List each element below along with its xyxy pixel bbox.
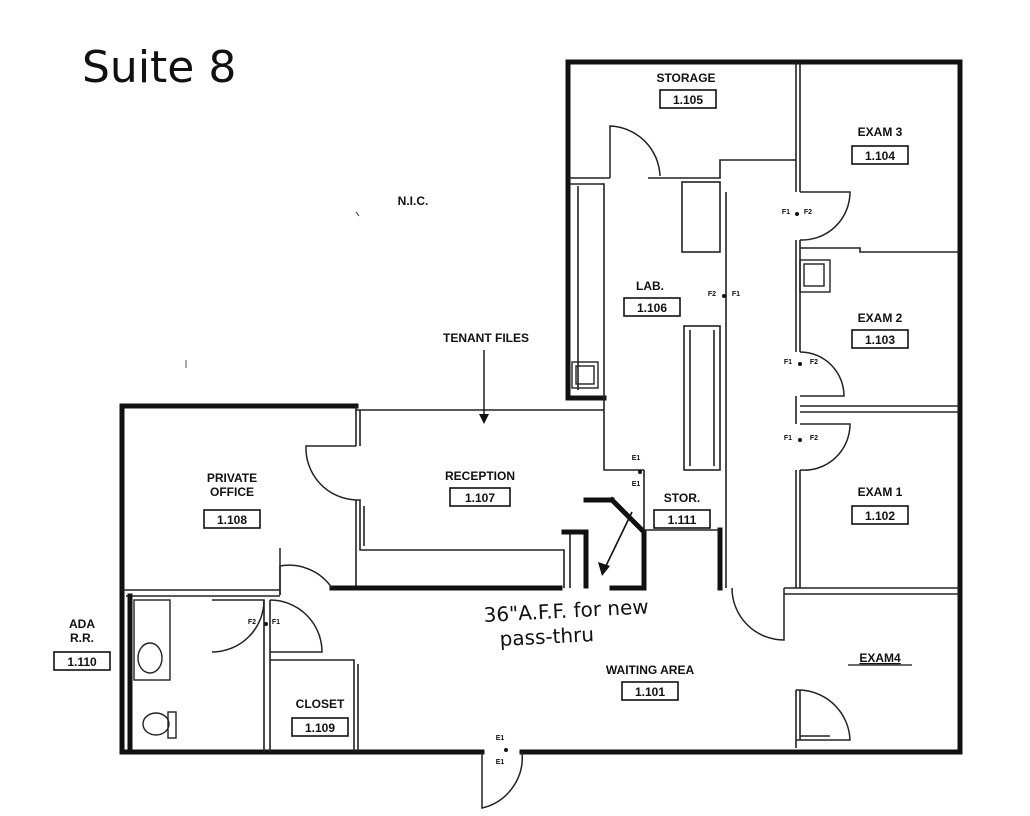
room-storage: STORAGE 1.105: [656, 71, 717, 109]
svg-text:1.104: 1.104: [865, 149, 895, 163]
svg-text:R.R.: R.R.: [70, 631, 94, 645]
svg-text:STOR.: STOR.: [664, 491, 700, 505]
svg-text:OFFICE: OFFICE: [210, 485, 254, 499]
svg-text:1.108: 1.108: [217, 513, 247, 527]
svg-text:EXAM 3: EXAM 3: [858, 125, 903, 139]
svg-text:1.102: 1.102: [865, 509, 895, 523]
svg-text:EXAM 2: EXAM 2: [858, 311, 903, 325]
tenant-files-note: TENANT FILES: [443, 331, 529, 424]
svg-text:1.101: 1.101: [635, 685, 665, 699]
svg-text:F2: F2: [804, 209, 812, 216]
svg-text:1.111: 1.111: [668, 513, 697, 527]
svg-text:TENANT FILES: TENANT FILES: [443, 331, 529, 345]
room-exam-4: EXAM4: [848, 651, 912, 666]
room-reception: RECEPTION 1.107: [445, 469, 515, 507]
svg-text:1.109: 1.109: [305, 721, 335, 735]
svg-text:1.107: 1.107: [465, 491, 495, 505]
svg-text:F1: F1: [732, 291, 740, 298]
svg-text:STORAGE: STORAGE: [656, 71, 715, 85]
svg-text:EXAM 1: EXAM 1: [858, 485, 903, 499]
svg-text:PRIVATE: PRIVATE: [207, 471, 257, 485]
svg-text:F1: F1: [784, 359, 792, 366]
svg-text:E1: E1: [496, 759, 505, 766]
svg-text:RECEPTION: RECEPTION: [445, 469, 515, 483]
door-tags: F1 F2 F2 F1 F1 F2 F1 F2 E1 E1 F2 F1 E1 E…: [248, 209, 818, 766]
svg-text:E1: E1: [496, 735, 505, 742]
room-waiting-area: WAITING AREA 1.101: [606, 663, 695, 701]
room-exam-1: EXAM 1 1.102: [851, 485, 909, 525]
svg-text:WAITING AREA: WAITING AREA: [606, 663, 695, 677]
svg-text:ADA: ADA: [69, 617, 95, 631]
svg-text:F2: F2: [708, 291, 716, 298]
svg-text:LAB.: LAB.: [636, 279, 664, 293]
room-lab: LAB. 1.106: [623, 279, 681, 317]
room-ada-rr: ADA R.R. 1.110: [53, 617, 111, 671]
svg-text:1.106: 1.106: [637, 301, 667, 315]
svg-text:F2: F2: [810, 435, 818, 442]
nic-label: N.I.C.: [398, 194, 429, 208]
suite-title: Suite 8: [82, 42, 236, 93]
svg-text:F1: F1: [782, 209, 790, 216]
svg-text:E1: E1: [632, 455, 641, 462]
room-stor: STOR. 1.111: [653, 491, 711, 529]
room-exam-2: EXAM 2 1.103: [851, 311, 909, 349]
svg-text:EXAM4: EXAM4: [859, 651, 901, 665]
speck-marks: [185, 211, 360, 368]
doors: [211, 125, 851, 809]
svg-text:36"A.F.F. for new: 36"A.F.F. for new: [483, 594, 649, 627]
svg-text:F1: F1: [784, 435, 792, 442]
room-exam-3: EXAM 3 1.104: [851, 125, 909, 165]
exterior-walls: [119, 59, 963, 755]
svg-text:1.105: 1.105: [673, 93, 703, 107]
svg-text:CLOSET: CLOSET: [296, 697, 345, 711]
svg-text:pass-thru: pass-thru: [499, 622, 595, 651]
svg-text:F2: F2: [248, 619, 256, 626]
svg-text:E1: E1: [632, 481, 641, 488]
svg-text:1.110: 1.110: [67, 655, 97, 669]
room-closet: CLOSET 1.109: [291, 697, 349, 737]
svg-text:1.103: 1.103: [865, 333, 895, 347]
svg-text:F2: F2: [810, 359, 818, 366]
svg-text:F1: F1: [272, 619, 280, 626]
room-private-office: PRIVATE OFFICE 1.108: [203, 471, 261, 529]
